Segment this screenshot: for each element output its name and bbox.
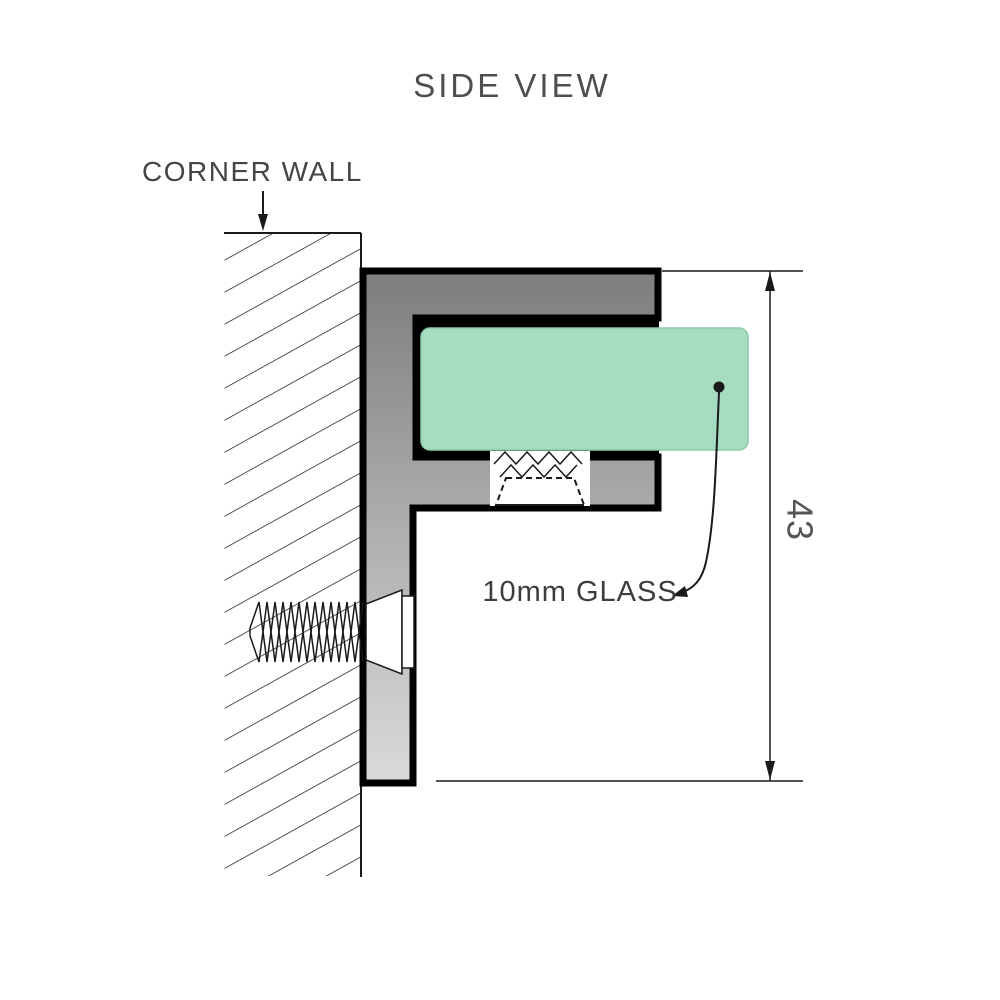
callout-arrowhead xyxy=(672,586,688,597)
set-screw-thread-upper xyxy=(493,450,583,466)
dimension-value: 43 xyxy=(779,499,820,541)
wall-screw-thread-b xyxy=(258,601,364,663)
wall-screw-head-cap xyxy=(401,595,415,669)
diagram-title: SIDE VIEW xyxy=(413,67,611,104)
dimension-arrow-bottom xyxy=(765,761,775,780)
wall-screw-head-cone xyxy=(365,588,403,676)
wall-screw xyxy=(249,588,415,676)
set-screw-head xyxy=(494,477,586,506)
height-dimension: 43 xyxy=(436,270,820,782)
corner-wall-label: CORNER WALL xyxy=(142,156,363,187)
glass-callout: 10mm GLASS xyxy=(482,381,725,608)
wall-section xyxy=(224,232,362,877)
set-screw xyxy=(490,450,590,506)
callout-leader-line xyxy=(680,391,720,594)
set-screw-thread-lower xyxy=(499,463,578,479)
glass-panel xyxy=(420,327,749,451)
corner-wall-arrowhead xyxy=(258,214,268,231)
glass-label: 10mm GLASS xyxy=(482,576,677,608)
wall-screw-tip xyxy=(249,601,260,663)
callout-dot xyxy=(713,381,725,393)
corner-wall-callout: CORNER WALL xyxy=(142,156,363,231)
dimension-arrow-top xyxy=(765,272,775,291)
wall-hatching xyxy=(224,234,361,876)
